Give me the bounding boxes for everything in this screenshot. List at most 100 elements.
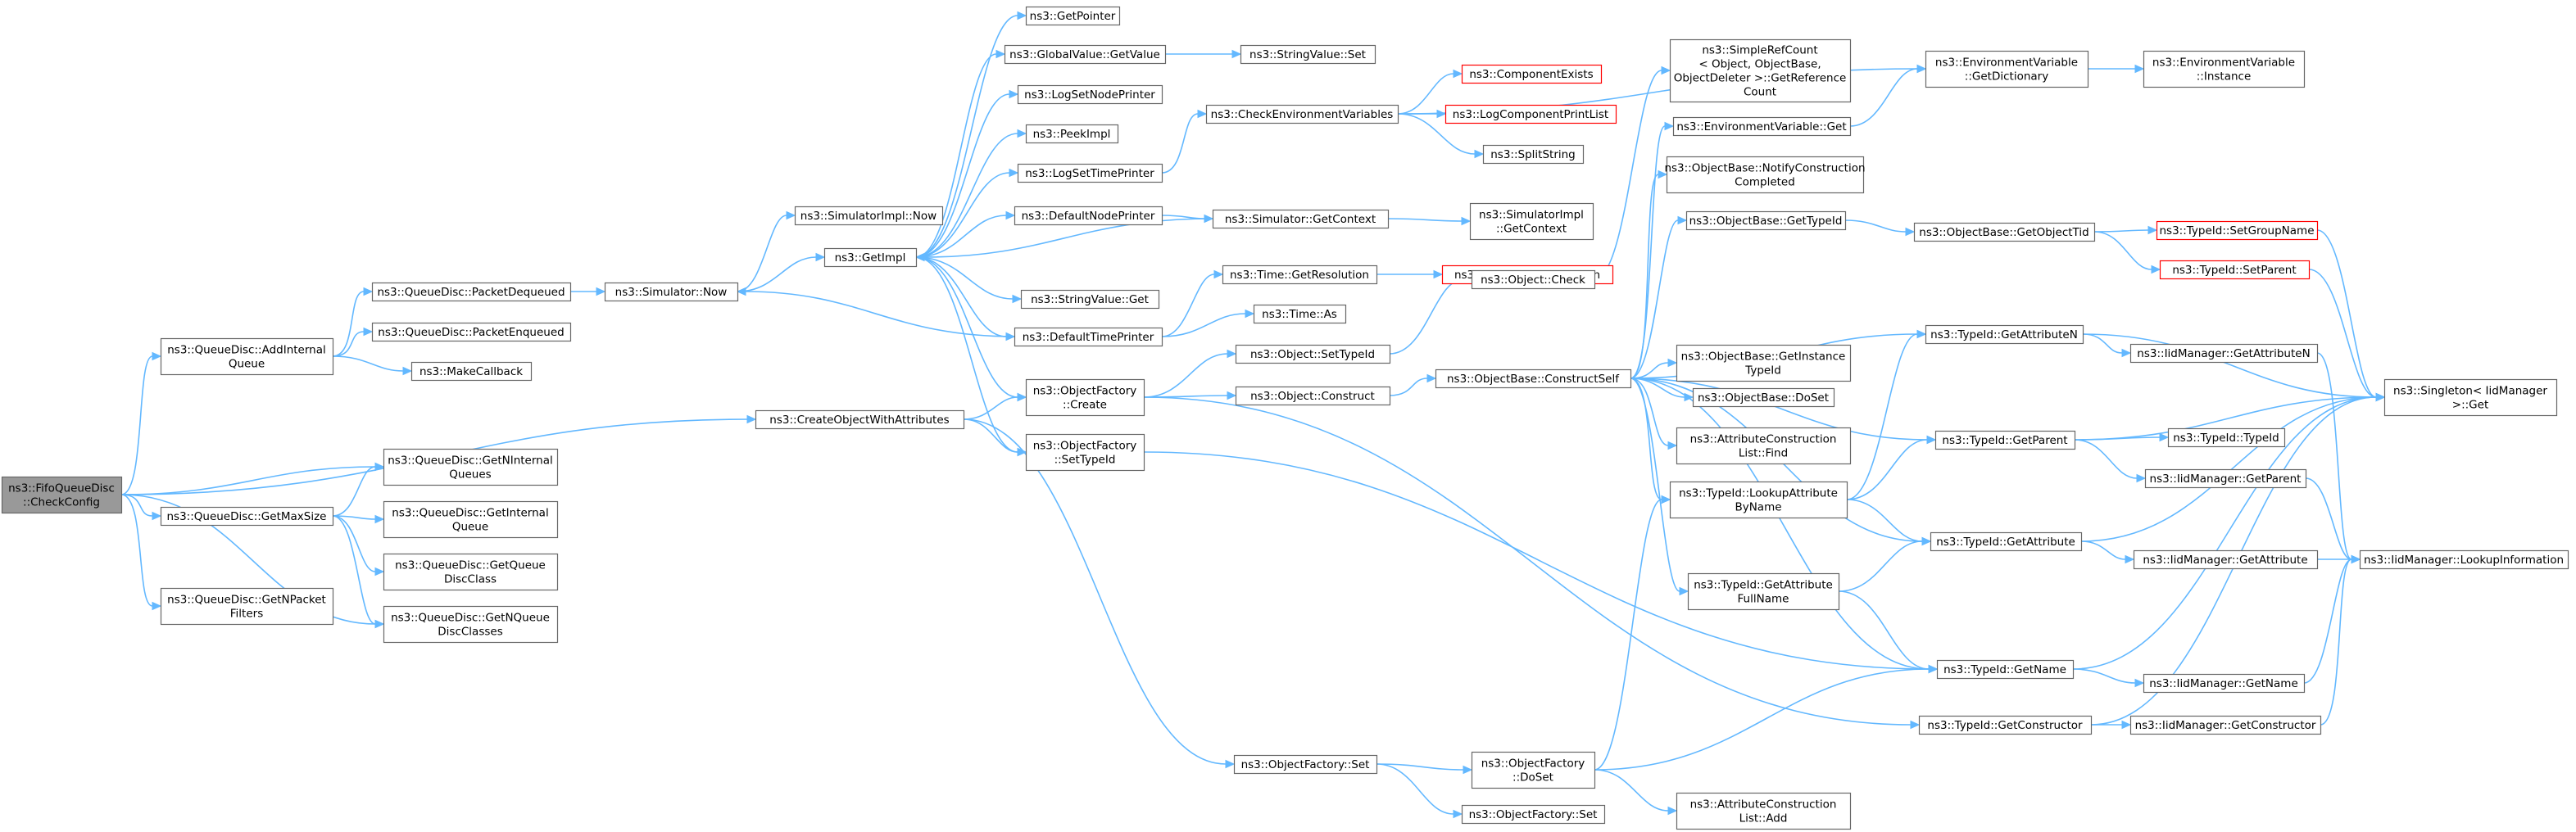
node-ofSet[interactable]: ns3::ObjectFactory::Set	[1233, 754, 1378, 775]
node-tidSetGroupName[interactable]: ns3::TypeId::SetGroupName	[2156, 220, 2319, 241]
edge-defaultTimePrinter-to-timeGetResolution	[1161, 274, 1215, 337]
node-tidSetParent[interactable]: ns3::TypeId::SetParent	[2159, 260, 2311, 280]
node-label-makeCallback-0: ns3::MakeCallback	[420, 365, 523, 378]
node-splitString[interactable]: ns3::SplitString	[1482, 144, 1585, 165]
node-envVarGetDictionary[interactable]: ns3::EnvironmentVariable::GetDictionary	[1925, 50, 2089, 88]
node-timeGetResolution[interactable]: ns3::Time::GetResolution	[1222, 265, 1378, 285]
node-simImplNow[interactable]: ns3::SimulatorImpl::Now	[794, 206, 944, 226]
edge-iidGetConstructor-to-iidLookupInformation	[2320, 558, 2352, 726]
node-ofSet2[interactable]: ns3::ObjectFactory::Set	[1461, 804, 1606, 825]
node-createObjectWithAttributes[interactable]: ns3::CreateObjectWithAttributes	[755, 409, 965, 430]
edge-root-to-getNPacketFilters	[120, 494, 153, 607]
node-box-tidTypeId	[2167, 427, 2286, 448]
node-ofCreate[interactable]: ns3::ObjectFactory::Create	[1025, 378, 1145, 417]
edge-constructSelf-to-getAttrFullName	[1630, 378, 1680, 592]
node-tidGetConstructor[interactable]: ns3::TypeId::GetConstructor	[1918, 715, 2093, 735]
node-componentExists[interactable]: ns3::ComponentExists	[1461, 64, 1603, 84]
node-defaultTimePrinter[interactable]: ns3::DefaultTimePrinter	[1014, 327, 1163, 347]
edge-getImpl-to-defaultTimePrinter	[915, 256, 1007, 337]
node-box-lookupAttrByName	[1669, 481, 1848, 519]
edge-constructSelf-to-obGetTypeId	[1630, 219, 1679, 379]
node-objConstruct[interactable]: ns3::Object::Construct	[1235, 386, 1391, 406]
node-label-splitString-0: ns3::SplitString	[1490, 148, 1576, 161]
node-label-iidGetAttributeN-0: ns3::IidManager::GetAttributeN	[2137, 347, 2310, 360]
node-obDoSet[interactable]: ns3::ObjectBase::DoSet	[1692, 387, 1835, 408]
edge-getImpl-to-logSetTimePrinter	[915, 172, 1010, 258]
node-tidGetAttribute[interactable]: ns3::TypeId::GetAttribute	[1930, 531, 2083, 552]
edge-root-to-getNInternalQueues	[120, 466, 376, 495]
node-getPointer[interactable]: ns3::GetPointer	[1025, 6, 1121, 26]
node-defaultNodePrinter[interactable]: ns3::DefaultNodePrinter	[1014, 206, 1163, 226]
node-iidGetConstructor[interactable]: ns3::IidManager::GetConstructor	[2129, 715, 2322, 735]
node-globalValueGetValue[interactable]: ns3::GlobalValue::GetValue	[1004, 44, 1167, 65]
node-obGetTypeId[interactable]: ns3::ObjectBase::GetTypeId	[1685, 210, 1847, 231]
node-checkEnvVars[interactable]: ns3::CheckEnvironmentVariables	[1205, 104, 1399, 124]
node-tidGetName[interactable]: ns3::TypeId::GetName	[1936, 659, 2075, 680]
node-envVarInstance[interactable]: ns3::EnvironmentVariable::Instance	[2143, 50, 2306, 88]
node-envVarGet[interactable]: ns3::EnvironmentVariable::Get	[1672, 116, 1852, 137]
node-logSetTimePrinter[interactable]: ns3::LogSetTimePrinter	[1017, 163, 1163, 183]
node-iidGetAttribute[interactable]: ns3::IidManager::GetAttribute	[2133, 549, 2319, 570]
node-label-iidGetAttribute-0: ns3::IidManager::GetAttribute	[2143, 554, 2307, 567]
node-iidGetAttributeN[interactable]: ns3::IidManager::GetAttributeN	[2129, 343, 2319, 364]
arrowhead-lookupAttrByName-to-tidGetAttributeN	[1916, 329, 1927, 339]
node-timeAs[interactable]: ns3::Time::As	[1253, 304, 1347, 324]
node-label-timeAs-0: ns3::Time::As	[1262, 308, 1337, 321]
node-singletonGet[interactable]: ns3::Singleton< IidManager >::Get	[2383, 378, 2558, 417]
node-label-ofSet2-0: ns3::ObjectFactory::Set	[1469, 808, 1598, 821]
node-notifyConstruction[interactable]: ns3::ObjectBase::NotifyConstructionCompl…	[1664, 156, 1866, 194]
node-peekImpl[interactable]: ns3::PeekImpl	[1025, 124, 1119, 144]
node-getImpl[interactable]: ns3::GetImpl	[823, 247, 918, 268]
node-logComponentPrintList[interactable]: ns3::LogComponentPrintList	[1444, 104, 1617, 124]
node-label-packetEnqueued-0: ns3::QueueDisc::PacketEnqueued	[378, 326, 564, 339]
node-tidGetParent[interactable]: ns3::TypeId::GetParent	[1934, 430, 2076, 450]
node-root[interactable]: ns3::FifoQueueDisc::CheckConfig	[1, 476, 123, 514]
node-stringValueSet[interactable]: ns3::StringValue::Set	[1240, 44, 1376, 65]
node-simNow[interactable]: ns3::Simulator::Now	[604, 282, 739, 302]
node-constructSelf[interactable]: ns3::ObjectBase::ConstructSelf	[1435, 369, 1632, 389]
node-makeCallback[interactable]: ns3::MakeCallback	[410, 361, 533, 382]
edge-logSetTimePrinter-to-checkEnvVars	[1161, 113, 1199, 174]
node-objSetTypeId[interactable]: ns3::Object::SetTypeId	[1235, 344, 1391, 364]
node-label-defaultTimePrinter-0: ns3::DefaultTimePrinter	[1023, 331, 1154, 344]
arrowhead-getMaxSize-to-getQueueDiscClass	[374, 567, 385, 577]
node-logSetNodePrinter[interactable]: ns3::LogSetNodePrinter	[1017, 84, 1163, 105]
node-simGetContext[interactable]: ns3::Simulator::GetContext	[1212, 209, 1390, 229]
node-box-ofSet2	[1461, 804, 1606, 825]
node-tidTypeId[interactable]: ns3::TypeId::TypeId	[2167, 427, 2286, 448]
node-label-lookupAttrByName-1: ByName	[1735, 501, 1781, 514]
node-simpleRefCount[interactable]: ns3::SimpleRefCount< Object, ObjectBase,…	[1669, 38, 1852, 103]
arrowhead-envVarGet-to-envVarGetDictionary	[1916, 64, 1927, 74]
arrowhead-logSetTimePrinter-to-checkEnvVars	[1197, 109, 1208, 119]
node-tidGetAttributeN[interactable]: ns3::TypeId::GetAttributeN	[1925, 324, 2084, 345]
node-iidLookupInformation[interactable]: ns3::IidManager::LookupInformation	[2359, 549, 2569, 570]
node-ofDoSet[interactable]: ns3::ObjectFactory::DoSet	[1471, 751, 1596, 789]
arrowhead-getAttrFullName-to-tidGetName	[1928, 664, 1939, 674]
node-iidGetName[interactable]: ns3::IidManager::GetName	[2143, 673, 2306, 694]
node-label-getMaxSize-0: ns3::QueueDisc::GetMaxSize	[166, 510, 326, 523]
node-packetDequeued[interactable]: ns3::QueueDisc::PacketDequeued	[371, 282, 572, 302]
node-objectCheck[interactable]: ns3::Object::Check	[1471, 269, 1596, 290]
node-stringValueGet[interactable]: ns3::StringValue::Get	[1020, 289, 1160, 310]
node-simImplGetContext[interactable]: ns3::SimulatorImpl::GetContext	[1469, 202, 1594, 241]
node-iidGetParent[interactable]: ns3::IidManager::GetParent	[2144, 468, 2307, 489]
node-ofSetTypeId[interactable]: ns3::ObjectFactory::SetTypeId	[1025, 433, 1145, 472]
node-getMaxSize[interactable]: ns3::QueueDisc::GetMaxSize	[160, 506, 334, 527]
node-obGetObjectTid[interactable]: ns3::ObjectBase::GetObjectTid	[1913, 222, 2096, 242]
node-label-obGetObjectTid-0: ns3::ObjectBase::GetObjectTid	[1919, 226, 2088, 239]
node-label-logSetNodePrinter-0: ns3::LogSetNodePrinter	[1024, 88, 1155, 102]
edge-createObjectWithAttributes-to-ofCreate	[963, 396, 1018, 420]
node-label-tidGetParent-0: ns3::TypeId::GetParent	[1942, 434, 2067, 447]
node-packetEnqueued[interactable]: ns3::QueueDisc::PacketEnqueued	[371, 322, 572, 342]
